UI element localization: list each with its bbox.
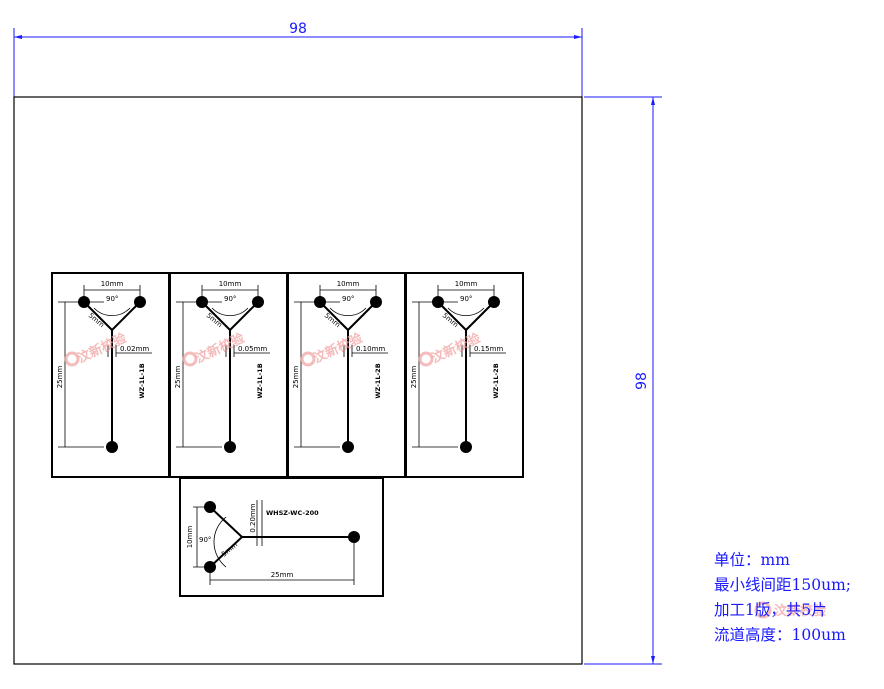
chip-top-width: 10mm (337, 280, 360, 288)
bottom-length-label: 25mm (271, 571, 294, 579)
height-label: 98 (634, 372, 650, 390)
note-unit: 单位：mm (714, 551, 790, 569)
bottom-angle-label: 90° (199, 536, 211, 544)
width-dimension: 98 (13, 21, 583, 97)
chip-code: WZ-1L-2B (492, 363, 500, 398)
width-label: 98 (289, 21, 307, 37)
bottom-inlet-1 (204, 501, 216, 513)
chip-angle: 90° (460, 295, 472, 303)
notes-watermark: 汶新校验 (754, 601, 827, 619)
chip-inlet-right (488, 296, 500, 308)
chip-length: 25mm (292, 366, 300, 389)
notes-panel: 单位：mm 最小线间距150um; 加工1版，共5片 流道高度：100um (714, 548, 851, 648)
chip-code: WZ-1L-1B (138, 363, 146, 398)
chip-outlet (106, 441, 118, 453)
height-dimension: 98 (584, 96, 662, 665)
chip-top-width: 10mm (455, 280, 478, 288)
chip-outlet (460, 441, 472, 453)
svg-text:汶新校验: 汶新校验 (774, 603, 827, 619)
chip-inlet-right (134, 296, 146, 308)
chip-code: WZ-1L-2B (374, 363, 382, 398)
watermark-logo (64, 351, 80, 367)
chip-channel-width: 0.05mm (238, 345, 267, 353)
chip-angle: 90° (224, 295, 236, 303)
chip-angle: 90° (106, 295, 118, 303)
note-processing: 加工1版，共5片 (714, 601, 827, 619)
bottom-chip: 10mm 90° 5mm 0.20mm WHSZ-WC-200 25mm (179, 477, 384, 597)
chip-top-width: 10mm (219, 280, 242, 288)
bottom-outlet (348, 531, 360, 543)
chip-channel-width: 0.02mm (120, 345, 149, 353)
bottom-inlet-2 (204, 561, 216, 573)
watermark-logo (300, 351, 316, 367)
bottom-chip-code: WHSZ-WC-200 (266, 509, 319, 517)
chip-outlet (224, 441, 236, 453)
chip-length: 25mm (56, 366, 64, 389)
note-channel-height: 流道高度：100um (714, 626, 846, 644)
chip-top-width: 10mm (101, 280, 124, 288)
note-min-spacing: 最小线间距150um; (714, 576, 851, 594)
watermark-logo (182, 351, 198, 367)
chip-inlet-right (370, 296, 382, 308)
chip-code: WZ-1L-1B (256, 363, 264, 398)
chip-outlet (342, 441, 354, 453)
chip-channel-width: 0.15mm (474, 345, 503, 353)
bottom-height-label: 10mm (186, 526, 194, 549)
chip-inlet-right (252, 296, 264, 308)
bottom-channel-width: 0.20mm (249, 503, 257, 532)
watermark-logo (418, 351, 434, 367)
chip-channel-width: 0.10mm (356, 345, 385, 353)
chip-length: 25mm (174, 366, 182, 389)
chip-length: 25mm (410, 366, 418, 389)
chip-angle: 90° (342, 295, 354, 303)
